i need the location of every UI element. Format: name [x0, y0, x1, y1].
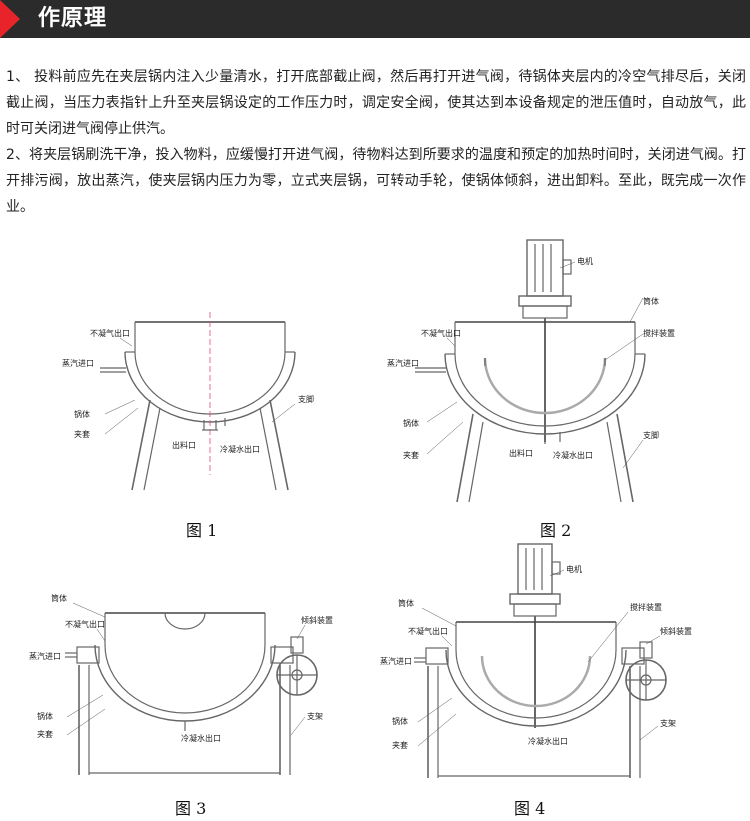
label-noncondensable-outlet: 不凝气出口: [90, 328, 130, 338]
label-tilting-device: 倾斜装置: [301, 615, 333, 625]
label-noncondensable-outlet: 不凝气出口: [421, 328, 461, 338]
label-discharge-outlet: 出料口: [509, 448, 533, 458]
label-condensate-outlet: 冷凝水出口: [553, 450, 593, 460]
label-noncondensable-outlet: 不凝气出口: [65, 619, 105, 629]
figure-4-caption: 图 4: [514, 799, 546, 818]
label-pot-body: 锅体: [37, 711, 53, 721]
label-jacket: 夹套: [74, 429, 90, 439]
label-pot-body: 锅体: [403, 418, 419, 428]
figure-4-diagram: 电机 筒体 搅拌装置 倾斜装置 不凝气出口 蒸汽进口 锅体 夹套 冷凝水出口 支…: [380, 543, 692, 778]
label-jacket: 夹套: [403, 450, 419, 460]
figure-1-diagram: 不凝气出口 蒸汽进口 锅体 夹套 出料口 冷凝水出口 支脚: [62, 312, 314, 491]
figure-2-diagram: 电机 筒体 不凝气出口 搅拌装置 蒸汽进口 锅体 夹套 出料口 冷凝水出口 支脚: [387, 239, 675, 503]
label-support-leg: 支脚: [298, 394, 314, 404]
label-steam-inlet: 蒸汽进口: [380, 656, 412, 666]
label-discharge-outlet: 出料口: [172, 440, 196, 450]
label-steam-inlet: 蒸汽进口: [387, 358, 419, 368]
label-shell: 筒体: [643, 296, 659, 306]
figure-3-caption: 图 3: [175, 799, 207, 818]
label-condensate-outlet: 冷凝水出口: [528, 736, 568, 746]
label-condensate-outlet: 冷凝水出口: [181, 733, 221, 743]
label-pot-body: 锅体: [74, 409, 90, 419]
label-steam-inlet: 蒸汽进口: [29, 651, 61, 661]
label-frame: 支架: [660, 718, 676, 728]
header-accent-arrow: [0, 0, 20, 38]
section-header: 作原理: [0, 0, 750, 38]
label-condensate-outlet: 冷凝水出口: [220, 444, 260, 454]
label-jacket: 夹套: [392, 740, 408, 750]
figure-2-caption: 图 2: [540, 521, 572, 540]
label-noncondensable-outlet: 不凝气出口: [408, 626, 448, 636]
label-pot-body: 锅体: [392, 716, 408, 726]
label-shell: 筒体: [51, 593, 67, 603]
section-title: 作原理: [38, 6, 108, 31]
paragraph-1: 1、 投料前应先在夹层锅内注入少量清水，打开底部截止阀，然后再打开进气阀，待锅体…: [6, 69, 746, 137]
label-steam-inlet: 蒸汽进口: [62, 358, 94, 368]
label-tilting-device: 倾斜装置: [660, 626, 692, 636]
label-support-leg: 支脚: [643, 430, 659, 440]
figure-1-caption: 图 1: [186, 521, 218, 540]
label-motor: 电机: [577, 256, 593, 266]
label-shell: 筒体: [398, 598, 414, 608]
label-stirring-device: 搅拌装置: [643, 328, 675, 338]
label-motor: 电机: [566, 564, 582, 574]
label-frame: 支架: [307, 711, 323, 721]
figure-3-diagram: 筒体 不凝气出口 倾斜装置 蒸汽进口 锅体 夹套 冷凝水出口 支架: [29, 593, 333, 775]
paragraph-2: 2、将夹层锅刷洗干净，投入物料，应缓慢打开进气阀，待物料达到所要求的温度和预定的…: [6, 147, 746, 215]
instructions-text: 1、 投料前应先在夹层锅内注入少量清水，打开底部截止阀，然后再打开进气阀，待锅体…: [6, 64, 746, 220]
label-stirring-device: 搅拌装置: [630, 602, 662, 612]
label-jacket: 夹套: [37, 729, 53, 739]
